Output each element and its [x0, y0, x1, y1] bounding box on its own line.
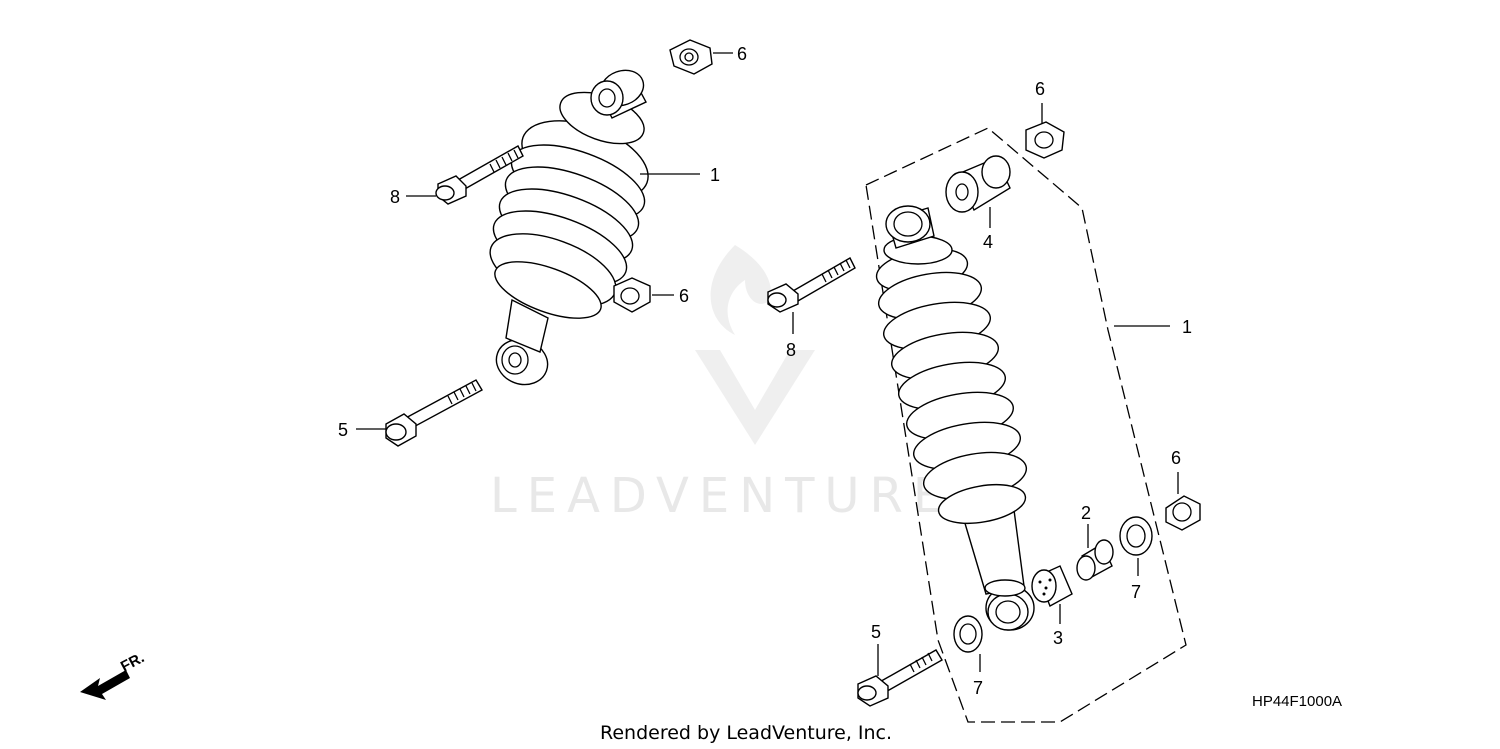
left-bolt-bottom [385, 379, 483, 447]
watermark-text: LEADVENTURE [490, 468, 953, 524]
callout-right-nut-side: 6 [1171, 448, 1181, 468]
right-bushing [945, 155, 1011, 213]
callout-left-bolt-top: 8 [390, 187, 400, 207]
front-direction-arrow-icon: FR. [80, 649, 147, 700]
callout-right-bushing: 4 [983, 232, 993, 252]
left-nut-top [669, 39, 713, 75]
watermark-logo-icon [695, 245, 815, 445]
left-nut-mid [613, 277, 651, 313]
callout-left-nut-mid: 6 [679, 286, 689, 306]
callout-right-collar: 2 [1081, 503, 1091, 523]
callout-right-seal-right: 7 [1131, 582, 1141, 602]
right-seal-right [1119, 516, 1153, 556]
right-bolt-top [767, 257, 856, 313]
left-shock-absorber [489, 69, 649, 386]
right-collar [1076, 539, 1114, 581]
callout-right-shock: 1 [1182, 317, 1192, 337]
right-bush-inner [1031, 565, 1073, 607]
callout-left-nut-top: 6 [737, 44, 747, 64]
watermark: LEADVENTURE [490, 245, 953, 524]
direction-label: FR. [118, 649, 147, 675]
right-nut-top [1025, 121, 1065, 159]
callout-right-bolt-top: 8 [786, 340, 796, 360]
callout-left-shock: 1 [710, 165, 720, 185]
right-seal-left [953, 615, 983, 653]
callout-left-bolt-bottom: 5 [338, 420, 348, 440]
callout-right-nut-top: 6 [1035, 79, 1045, 99]
right-shock-absorber [875, 205, 1035, 631]
callout-right-bush-inner: 3 [1053, 628, 1063, 648]
callout-right-seal-left: 7 [973, 678, 983, 698]
right-bolt-bottom [857, 649, 943, 707]
diagram-code: HP44F1000A [1252, 693, 1342, 710]
left-bolt-top [435, 145, 524, 205]
right-nut-side [1165, 495, 1201, 531]
callout-right-bolt-bottom: 5 [871, 622, 881, 642]
render-credit: Rendered by LeadVenture, Inc. [600, 722, 892, 744]
right-assembly-boundary [865, 127, 1187, 723]
